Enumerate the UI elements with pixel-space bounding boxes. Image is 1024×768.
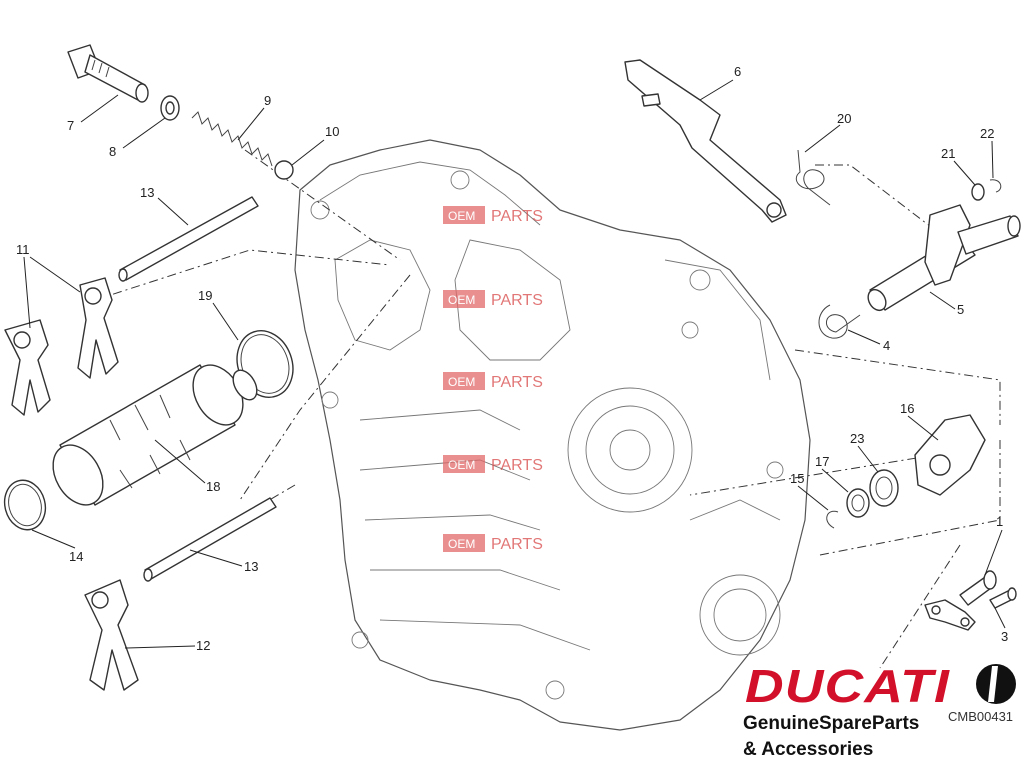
part-bracket-plate <box>924 599 976 631</box>
part-7-shaft-pin <box>67 44 149 103</box>
callout-17: 17 <box>815 454 829 469</box>
tagline-line1: GenuineSpareParts <box>743 713 919 734</box>
watermark-badge <box>443 455 485 473</box>
part-14-o-ring <box>3 479 47 531</box>
watermark: OEM PARTS <box>443 290 543 309</box>
branding: DUCATI GenuineSpareParts & Accessories C… <box>743 660 1016 760</box>
callout-13-lower: 13 <box>244 559 258 574</box>
ducati-shield-icon <box>976 664 1016 704</box>
callout-5: 5 <box>957 302 964 317</box>
watermark-oem: OEM <box>448 458 475 472</box>
part-10-ball <box>274 160 294 180</box>
watermark: OEM PARTS <box>443 534 543 553</box>
callout-11: 11 <box>16 242 30 257</box>
watermark-parts: PARTS <box>491 536 543 553</box>
watermark-parts: PARTS <box>491 208 543 225</box>
part-16-plate <box>914 414 986 496</box>
part-1-screw <box>959 570 997 606</box>
part-4-spring <box>818 304 861 339</box>
callout-20: 20 <box>837 111 851 126</box>
drawing-reference: CMB00431 <box>948 709 1013 724</box>
part-11-fork-right <box>77 277 119 379</box>
watermark-badge <box>443 290 485 308</box>
callout-8: 8 <box>109 144 116 159</box>
tagline-line2: & Accessories <box>743 739 873 760</box>
part-9-spring <box>191 111 273 167</box>
ducati-logo-text: DUCATI <box>745 660 950 712</box>
callout-22: 22 <box>980 126 994 141</box>
callout-23: 23 <box>850 431 864 446</box>
watermark-parts: PARTS <box>491 457 543 474</box>
callout-4: 4 <box>883 338 890 353</box>
watermark-parts: PARTS <box>491 374 543 391</box>
callout-3: 3 <box>1001 629 1008 644</box>
callout-15: 15 <box>790 471 804 486</box>
callout-leaders <box>23 79 1006 649</box>
part-18-selector-drum <box>52 364 258 506</box>
part-6-lever <box>624 59 787 223</box>
callout-1: 1 <box>996 514 1003 529</box>
watermark-oem: OEM <box>448 293 475 307</box>
part-20-spring <box>795 149 831 206</box>
part-8-washer <box>160 95 180 121</box>
watermark-badge <box>443 206 485 224</box>
crankcase-half <box>294 139 811 731</box>
part-5-shift-shaft <box>867 204 1021 312</box>
part-13-rod-lower <box>143 497 277 582</box>
watermark-oem: OEM <box>448 537 475 551</box>
callout-14: 14 <box>69 549 83 564</box>
callout-13-upper: 13 <box>140 185 154 200</box>
part-3-screw <box>989 587 1017 609</box>
watermark-oem: OEM <box>448 375 475 389</box>
part-15-circlip <box>826 510 839 529</box>
watermark-badge <box>443 372 485 390</box>
callout-12: 12 <box>196 638 210 653</box>
watermark: OEM PARTS <box>443 455 543 474</box>
callout-labels: 1 3 4 5 6 7 8 9 10 11 12 13 13 14 15 16 … <box>16 64 1008 653</box>
callout-16: 16 <box>900 401 914 416</box>
callout-21: 21 <box>941 146 955 161</box>
part-13-rod-upper <box>118 196 259 282</box>
callout-18: 18 <box>206 479 220 494</box>
watermark-oem: OEM <box>448 209 475 223</box>
part-22-circlip <box>989 179 1002 193</box>
callout-6: 6 <box>734 64 741 79</box>
part-17-seal <box>846 488 870 518</box>
watermark: OEM PARTS <box>443 206 543 225</box>
part-11-fork-left <box>4 319 51 416</box>
callout-7: 7 <box>67 118 74 133</box>
callout-10: 10 <box>325 124 339 139</box>
callout-9: 9 <box>264 93 271 108</box>
watermark-group: OEM PARTS OEM PARTS OEM PARTS OEM PARTS … <box>443 206 543 553</box>
watermark: OEM PARTS <box>443 372 543 391</box>
part-21-washer <box>971 183 985 201</box>
watermark-badge <box>443 534 485 552</box>
part-23-bearing <box>869 469 899 507</box>
callout-19: 19 <box>198 288 212 303</box>
watermark-parts: PARTS <box>491 292 543 309</box>
part-12-shift-fork <box>84 579 139 691</box>
